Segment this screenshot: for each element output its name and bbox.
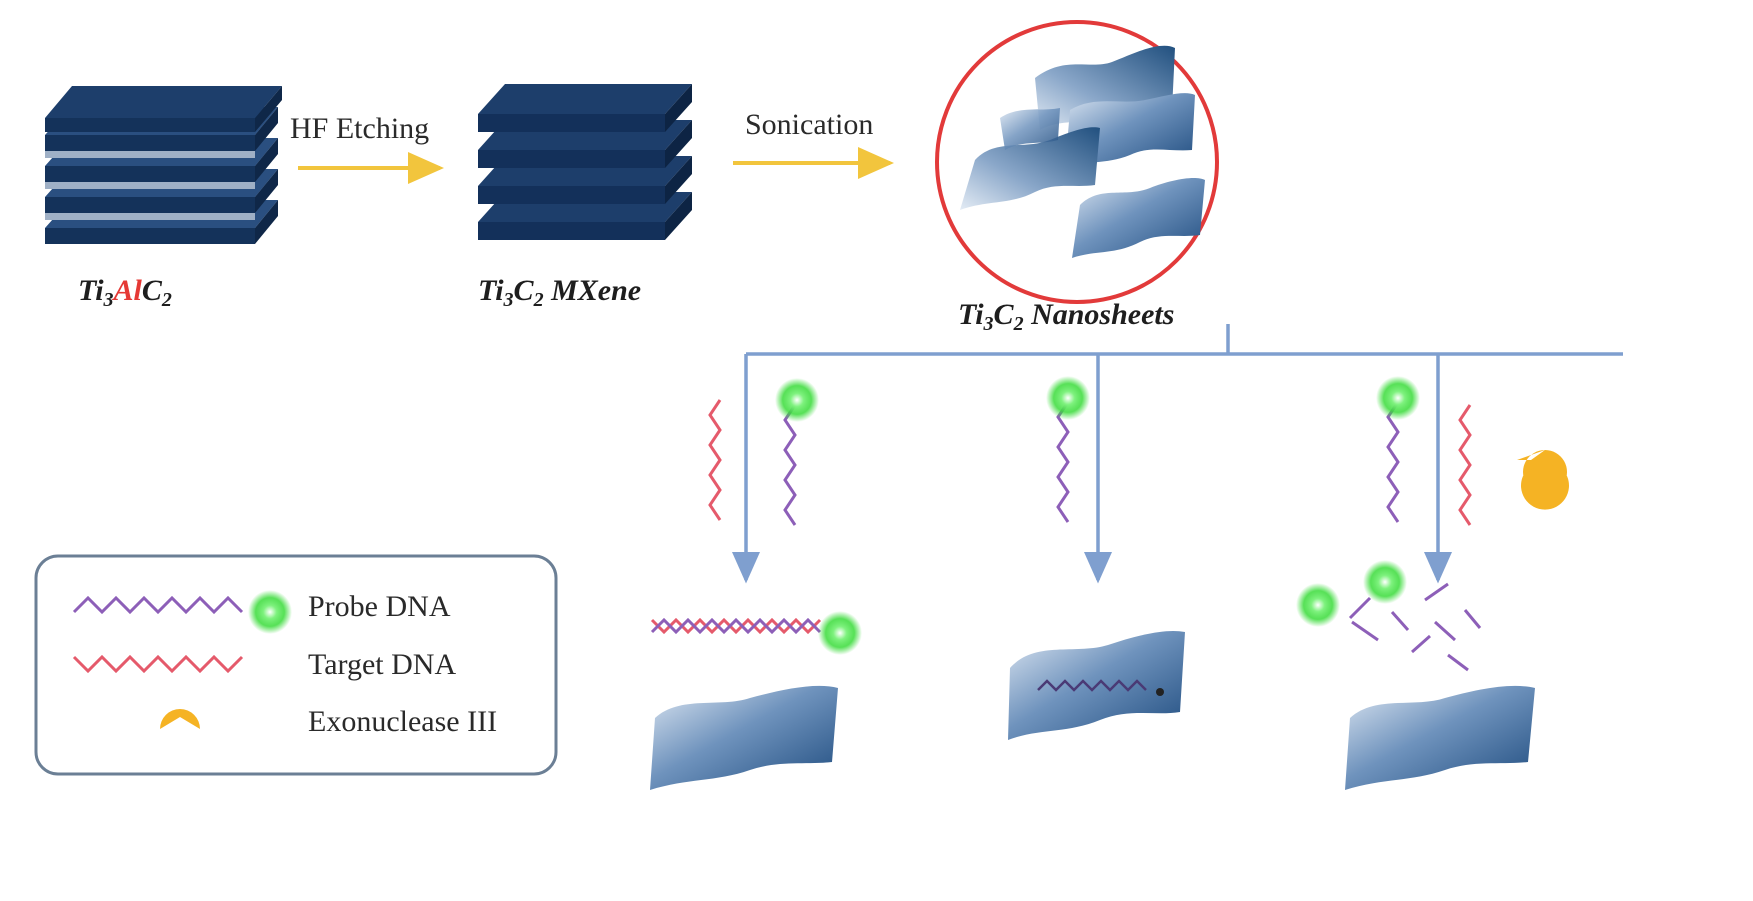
probe-dna-strand bbox=[1056, 401, 1070, 523]
fluorophore-glow-icon bbox=[818, 611, 862, 655]
mxene-label: Ti3C2 MXene bbox=[478, 274, 642, 311]
nanosheets-circle bbox=[935, 20, 1219, 304]
fluorophore-glow-icon bbox=[775, 378, 819, 422]
legend-target-label: Target DNA bbox=[308, 648, 457, 681]
branch2-reagents bbox=[1046, 376, 1090, 523]
nanosheet-icon bbox=[1000, 108, 1060, 150]
fluorophore-glow-icon bbox=[1363, 560, 1407, 604]
nanosheet-icon bbox=[960, 127, 1100, 210]
nanosheet-icon bbox=[1345, 685, 1535, 790]
nanosheet-icon bbox=[650, 685, 838, 790]
fluorophore-glow-icon bbox=[248, 590, 292, 634]
result3 bbox=[1296, 560, 1535, 790]
ti3alc2-stack-icon bbox=[45, 86, 282, 244]
mxene-stack-icon bbox=[478, 84, 692, 240]
distribution-lines bbox=[732, 324, 1623, 584]
probe-dna-strand bbox=[650, 617, 822, 635]
sonication-label: Sonication bbox=[745, 108, 874, 141]
exonuclease-pacman-icon bbox=[160, 709, 200, 729]
nanosheet-icon bbox=[1072, 177, 1205, 258]
legend-exo-label: Exonuclease III bbox=[308, 705, 498, 738]
target-dna-strand bbox=[708, 399, 722, 521]
ti3alc2-label: Ti3AlC2 bbox=[78, 274, 172, 311]
etching-label: HF Etching bbox=[290, 112, 430, 145]
legend-probe-swatch bbox=[72, 595, 244, 615]
nanosheets-label: Ti3C2 Nanosheets bbox=[958, 298, 1175, 335]
legend-box bbox=[34, 554, 558, 776]
fluorophore-glow-icon bbox=[1376, 376, 1420, 420]
probe-dna-strand bbox=[1037, 679, 1147, 692]
probe-dna-strand bbox=[1386, 401, 1400, 523]
probe-dna-fragments bbox=[1348, 582, 1482, 672]
result1 bbox=[650, 611, 862, 790]
fluorophore-glow-icon bbox=[1046, 376, 1090, 420]
legend-probe-label: Probe DNA bbox=[308, 590, 451, 623]
branch3-reagents bbox=[1376, 376, 1569, 526]
target-dna-strand bbox=[1458, 404, 1472, 526]
result2 bbox=[1008, 630, 1185, 740]
quenched-fluorophore-icon bbox=[1156, 688, 1164, 696]
fluorophore-glow-icon bbox=[1296, 583, 1340, 627]
probe-dna-strand bbox=[783, 404, 797, 526]
target-dna-strand bbox=[650, 617, 822, 635]
legend-target-swatch bbox=[72, 654, 244, 674]
branch1-reagents bbox=[708, 378, 819, 526]
